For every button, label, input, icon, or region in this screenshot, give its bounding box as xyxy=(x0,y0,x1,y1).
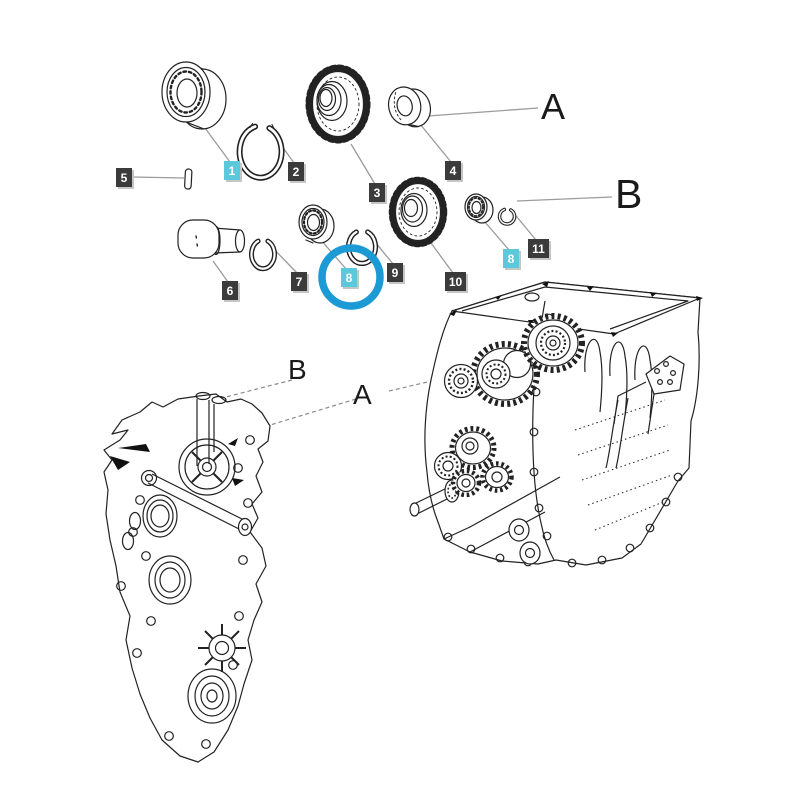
part-5-pin xyxy=(184,168,193,190)
callout-5[interactable]: 5 xyxy=(116,168,132,187)
part-6-plug xyxy=(177,219,246,259)
callout-7[interactable]: 7 xyxy=(291,272,307,291)
callout-3[interactable]: 3 xyxy=(369,183,385,202)
part-1-ball-bearing xyxy=(161,61,227,130)
callout-2[interactable]: 2 xyxy=(288,162,304,181)
part-3-gear xyxy=(305,64,371,144)
part-4-washer xyxy=(387,86,432,128)
gear-housing-art xyxy=(409,281,703,568)
ref-letter-b-bottom: B xyxy=(288,354,307,385)
part-8b-ball-bearing xyxy=(464,193,494,224)
cover-plate-art xyxy=(103,391,271,763)
callout-9[interactable]: 9 xyxy=(387,263,403,282)
part-8-ball-bearing xyxy=(298,204,335,244)
callout-8-selected[interactable]: 8 xyxy=(341,268,357,287)
selected-part-circle xyxy=(318,244,384,310)
ref-letter-a-top: A xyxy=(541,86,566,127)
ref-letter-b-top: B xyxy=(615,171,643,217)
ref-letter-a-bottom: A xyxy=(353,379,372,410)
callout-6[interactable]: 6 xyxy=(222,281,238,300)
callout-10[interactable]: 10 xyxy=(445,272,466,291)
callout-4[interactable]: 4 xyxy=(445,161,461,180)
part-9-snap-ring xyxy=(345,229,379,266)
housing-gear-cluster xyxy=(409,313,585,517)
callout-8b[interactable]: 8 xyxy=(503,249,519,268)
callout-1[interactable]: 1 xyxy=(224,161,240,180)
part-10-gear xyxy=(388,176,448,248)
part-7-snap-ring xyxy=(249,238,277,272)
callout-11[interactable]: 11 xyxy=(528,239,549,258)
part-2-snap-ring xyxy=(236,123,285,181)
part-11-snap-ring xyxy=(497,207,517,226)
